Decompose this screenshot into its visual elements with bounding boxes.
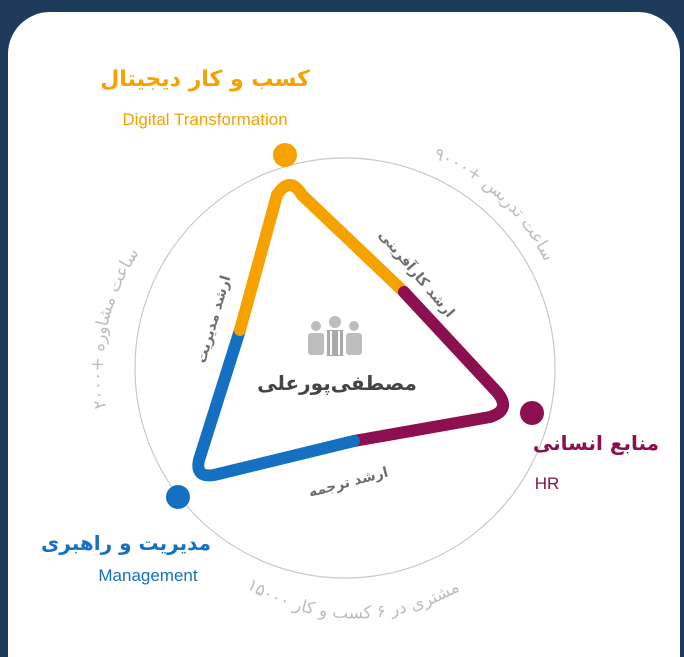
center-name: مصطفی‌پورعلی: [257, 371, 417, 396]
stat-bottom: ۱۵۰۰۰ مشتری در ۶ کسب و کار: [243, 575, 462, 624]
people-icon: [308, 316, 362, 356]
vertex-left-title-fa: مدیریت و راهبری: [41, 531, 211, 555]
vertex-dot-left: [166, 485, 190, 509]
edge-label-bottom: ارشد ترجمه: [307, 465, 390, 501]
vertex-top-title-fa: کسب و کار دیجیتال: [100, 67, 310, 92]
vertex-dot-top: [273, 143, 297, 167]
edge-right-purple: [348, 286, 510, 447]
edge-left-blue: [192, 324, 360, 482]
vertex-left-title-en: Management: [98, 566, 198, 585]
vertex-right-title-en: HR: [535, 474, 560, 493]
edge-left-orange: [234, 189, 283, 336]
vertex-top-title-en: Digital Transformation: [122, 110, 287, 129]
vertex-dot-right: [520, 401, 544, 425]
outer-circle: [134, 157, 556, 579]
vertex-right-title-fa: منابع انسانی: [533, 431, 659, 455]
stat-upper-left: ۲۰۰۰+ ساعت مشاوره: [88, 245, 144, 411]
stat-upper-right: ۹۰۰۰+ ساعت تدریس: [431, 144, 558, 264]
